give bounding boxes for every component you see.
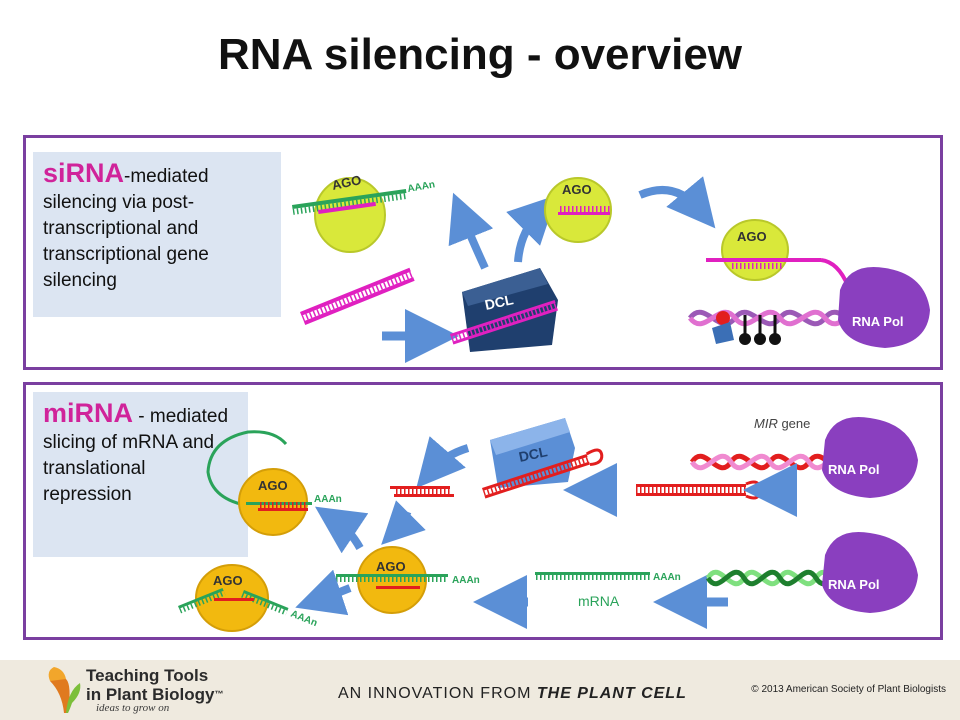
ago-label-tgs: AGO	[737, 229, 767, 244]
ago-translational-repression: AGO AAAn	[206, 430, 342, 536]
arrow-duplex-to-ago	[381, 500, 426, 545]
arrow-dcl-to-ago-left	[448, 192, 494, 270]
ago-label-slicing: AGO	[376, 559, 406, 574]
logo-tagline: ideas to grow on	[96, 702, 170, 714]
copyright-notice: © 2013 American Society of Plant Biologi…	[751, 684, 946, 695]
dcl-label-top: DCL	[483, 291, 515, 313]
dcl-bound-dsrna	[450, 300, 559, 345]
dcl-label-bottom: DCL	[517, 443, 549, 465]
polya-label-top: AAAn	[407, 179, 436, 195]
rna-pol-coding: RNA Pol	[822, 531, 918, 613]
mir-gene-rest: gene	[778, 416, 811, 431]
ago-tgs: AGO	[706, 219, 850, 287]
polya-label-slicing: AAAn	[452, 575, 480, 586]
mirna-description-box: miRNA - mediated slicing of mRNA and tra…	[33, 392, 248, 557]
ago-slicing: AGO AAAn	[336, 546, 480, 614]
logo-line2: in Plant Biology	[86, 685, 215, 704]
rna-pol-mir: RNA Pol	[822, 416, 918, 498]
polya-label-mrna: AAAn	[653, 572, 681, 583]
innovation-brand: THE PLANT CELL	[536, 685, 687, 702]
sirna-description: -mediated silencing via post-transcripti…	[43, 166, 209, 291]
mir-gene-italic: MIR	[754, 416, 778, 431]
ago-label-repression: AGO	[258, 478, 288, 493]
mirna-description: - mediated slicing of mRNA and translati…	[43, 406, 229, 505]
logo-line1: Teaching Tools	[86, 666, 209, 685]
polya-label-sliced: AAAn	[289, 609, 319, 630]
innovation-line: AN INNOVATION FROM THE PLANT CELL	[338, 685, 687, 703]
arrow-to-tgs	[638, 176, 716, 229]
dcl-bound-hairpin	[481, 448, 604, 499]
dna-helix-mir	[689, 453, 851, 471]
ago-label-ptgs: AGO	[331, 172, 363, 193]
mrna-label: mRNA	[578, 593, 620, 609]
sirna-keyword: siRNA	[43, 158, 125, 188]
arrow-dcl-to-duplex	[416, 436, 470, 489]
ago-label-sliced: AGO	[213, 573, 243, 588]
dna-methylation-marks	[712, 311, 781, 345]
arrow-to-sliced	[295, 569, 352, 616]
rna-pol-label-mir: RNA Pol	[828, 462, 880, 477]
arrow-to-translation	[315, 506, 369, 554]
mirna-duplex	[390, 486, 454, 497]
rna-pol-top: RNA Pol	[838, 266, 930, 348]
footer-bar	[0, 660, 960, 720]
logo-tm: ™	[214, 689, 224, 699]
innovation-prefix: AN INNOVATION FROM	[338, 685, 537, 702]
mirna-keyword: miRNA	[43, 398, 134, 428]
mrna-strand: AAAn	[535, 572, 681, 583]
ago-ptgs: AGO AAAn	[292, 172, 436, 253]
ago-sliced-mrna: AGO AAAn	[178, 564, 319, 632]
ago-loaded: AGO	[544, 177, 612, 243]
sirna-description-box: siRNA-mediated silencing via post-transc…	[33, 152, 281, 317]
polya-label-repression: AAAn	[314, 494, 342, 505]
arrow-dcl-to-ago-right	[506, 195, 557, 263]
rna-silencing-diagram: DCL AGO AAAn AGO AGO	[178, 172, 930, 632]
plant-logo-icon	[48, 667, 81, 713]
ago-label-loaded: AGO	[562, 182, 592, 197]
page-title: RNA silencing - overview	[217, 30, 743, 79]
mir-gene-label: MIR gene	[754, 416, 810, 431]
rna-pol-label-coding: RNA Pol	[828, 577, 880, 592]
rna-pol-label-top: RNA Pol	[852, 314, 904, 329]
pri-mirna-hairpin	[636, 480, 762, 500]
dsrna-input	[300, 267, 415, 325]
logo-wordmark: Teaching Tools in Plant Biology™	[86, 666, 223, 704]
